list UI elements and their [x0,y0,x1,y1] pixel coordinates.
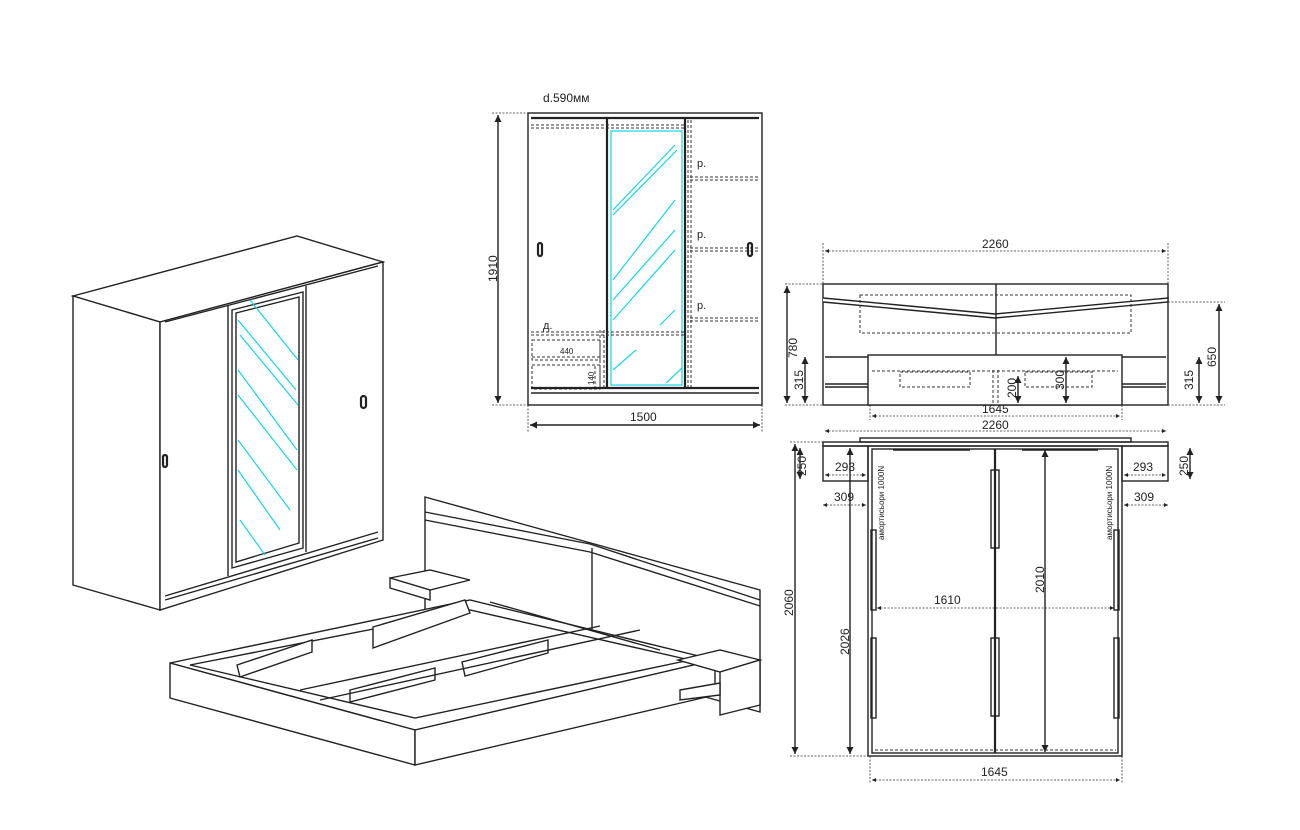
mattress-width-dimension: 1610 [934,593,961,607]
mirror-reflection-icon [612,144,683,384]
door-handle [359,394,368,410]
wardrobe-height-dimension: 1910 [486,255,500,282]
nightstand-outer-dimension: 309 [834,490,854,504]
door-handle [536,241,544,258]
inner-length-dimension: 2026 [838,628,852,655]
frame-height-dimension: 300 [1053,370,1067,390]
door-handle [746,241,754,258]
shock-absorber-label: амортисьори 1000N [1105,466,1114,540]
nightstand-width-dimension: 293 [835,460,855,474]
bed-length-dimension: 2060 [782,589,796,616]
bed-front-view: 2260 780 315 650 315 200 300 1645 [783,237,1225,420]
shock-absorber-label: амортисьори 1000N [877,466,886,540]
frame-inner-height-dimension: 200 [1005,378,1019,398]
bed-top-width-dimension: 2260 [982,418,1009,432]
nightstand-height-dimension: 315 [792,370,806,390]
wardrobe-3d-view [70,235,386,611]
wardrobe-depth-label: d.590мм [543,91,590,105]
drawer-label: д. [543,320,552,332]
nightstand-outer-dimension: 309 [1134,490,1154,504]
nightstand-width-dimension: 293 [1133,460,1153,474]
nightstand-height-dimension: 315 [1182,370,1196,390]
mattress-length-dimension: 2010 [1033,566,1047,593]
bed-top-view: 2260 амортисьори 1000N амортисьори 1000N… [782,418,1194,783]
bed-width-dimension: 2260 [982,237,1009,251]
headboard-height-dimension: 650 [1205,347,1219,367]
frame-width-dimension: 1645 [982,402,1009,416]
shelf-label: р. [697,300,706,312]
mirror-reflection-icon [237,299,299,556]
drawer-height-label: 140 [587,371,596,385]
shelf-label: р. [697,229,706,241]
wardrobe-front-view: d.590мм р. р. р. д. 440 140 1500 1910 [486,91,763,432]
drawer-width-label: 440 [560,347,574,356]
wardrobe-width-dimension: 1500 [630,410,657,424]
shelf-label: р. [697,158,706,170]
bed-3d-view [169,496,763,766]
nightstand-depth-dimension: 250 [795,456,809,476]
door-handle [161,453,169,469]
nightstand-depth-dimension: 250 [1177,456,1191,476]
frame-width-dimension: 1645 [981,765,1008,779]
bed-total-height-dimension: 780 [786,338,800,358]
